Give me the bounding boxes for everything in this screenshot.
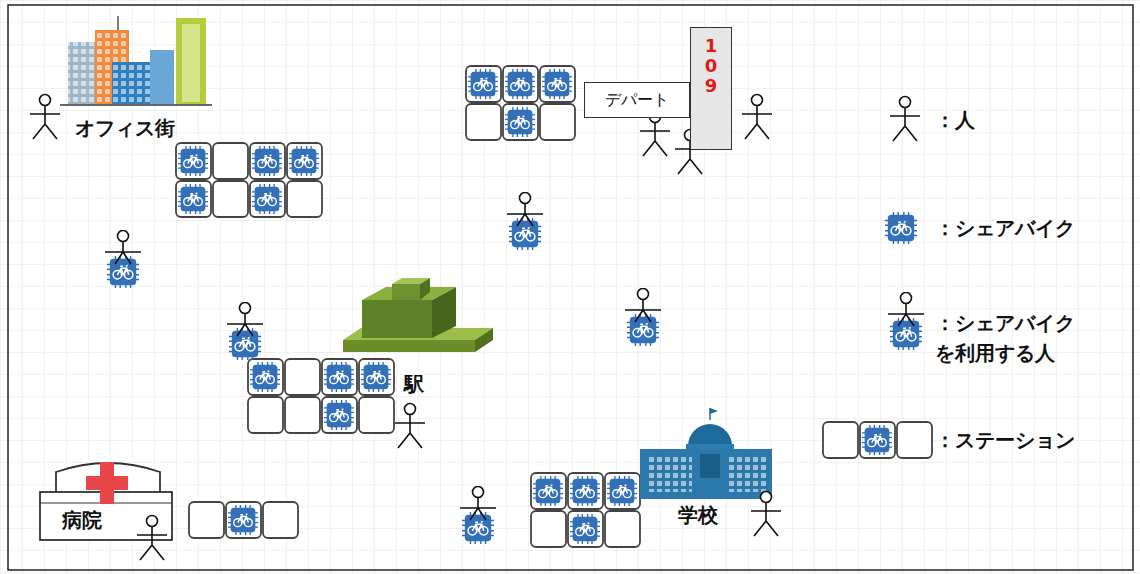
store-station <box>466 66 575 140</box>
office-buildings <box>60 16 212 105</box>
legend-entry: ：人 <box>935 105 1125 135</box>
legend-text: ：ステーション <box>935 428 1075 452</box>
place-label: 学校 <box>678 502 718 529</box>
frame <box>8 5 1133 570</box>
legend-bike-sample <box>885 212 917 244</box>
store-sign-box: 109 <box>690 27 732 150</box>
station-building <box>343 278 493 352</box>
station-station <box>248 359 394 433</box>
legend-entry: ：シェアバイク を利用する人 <box>935 308 1107 368</box>
node-text: 109 <box>702 36 720 95</box>
school-station <box>531 473 640 547</box>
place-label: 駅 <box>404 371 424 398</box>
people <box>30 95 781 561</box>
legend-rider-sample <box>888 293 924 351</box>
school-building <box>640 408 772 499</box>
riders <box>105 193 661 545</box>
legend-station-sample <box>823 422 932 458</box>
legend-entry: ：ステーション <box>935 425 1125 455</box>
hospital-station <box>189 502 298 538</box>
legend-text: ：シェアバイク <box>935 216 1075 240</box>
office-station <box>176 143 322 217</box>
legend-person-sample <box>890 97 920 142</box>
legend-text: ：人 <box>935 108 975 132</box>
node-text: デパート <box>605 90 669 111</box>
legend-entry: ：シェアバイク <box>935 213 1125 243</box>
legend-text: ：シェアバイク を利用する人 <box>935 311 1075 365</box>
place-label: 病院 <box>62 507 102 534</box>
legend-samples <box>823 97 932 459</box>
district-label: オフィス街 <box>75 115 175 142</box>
store-box: デパート <box>584 82 690 118</box>
